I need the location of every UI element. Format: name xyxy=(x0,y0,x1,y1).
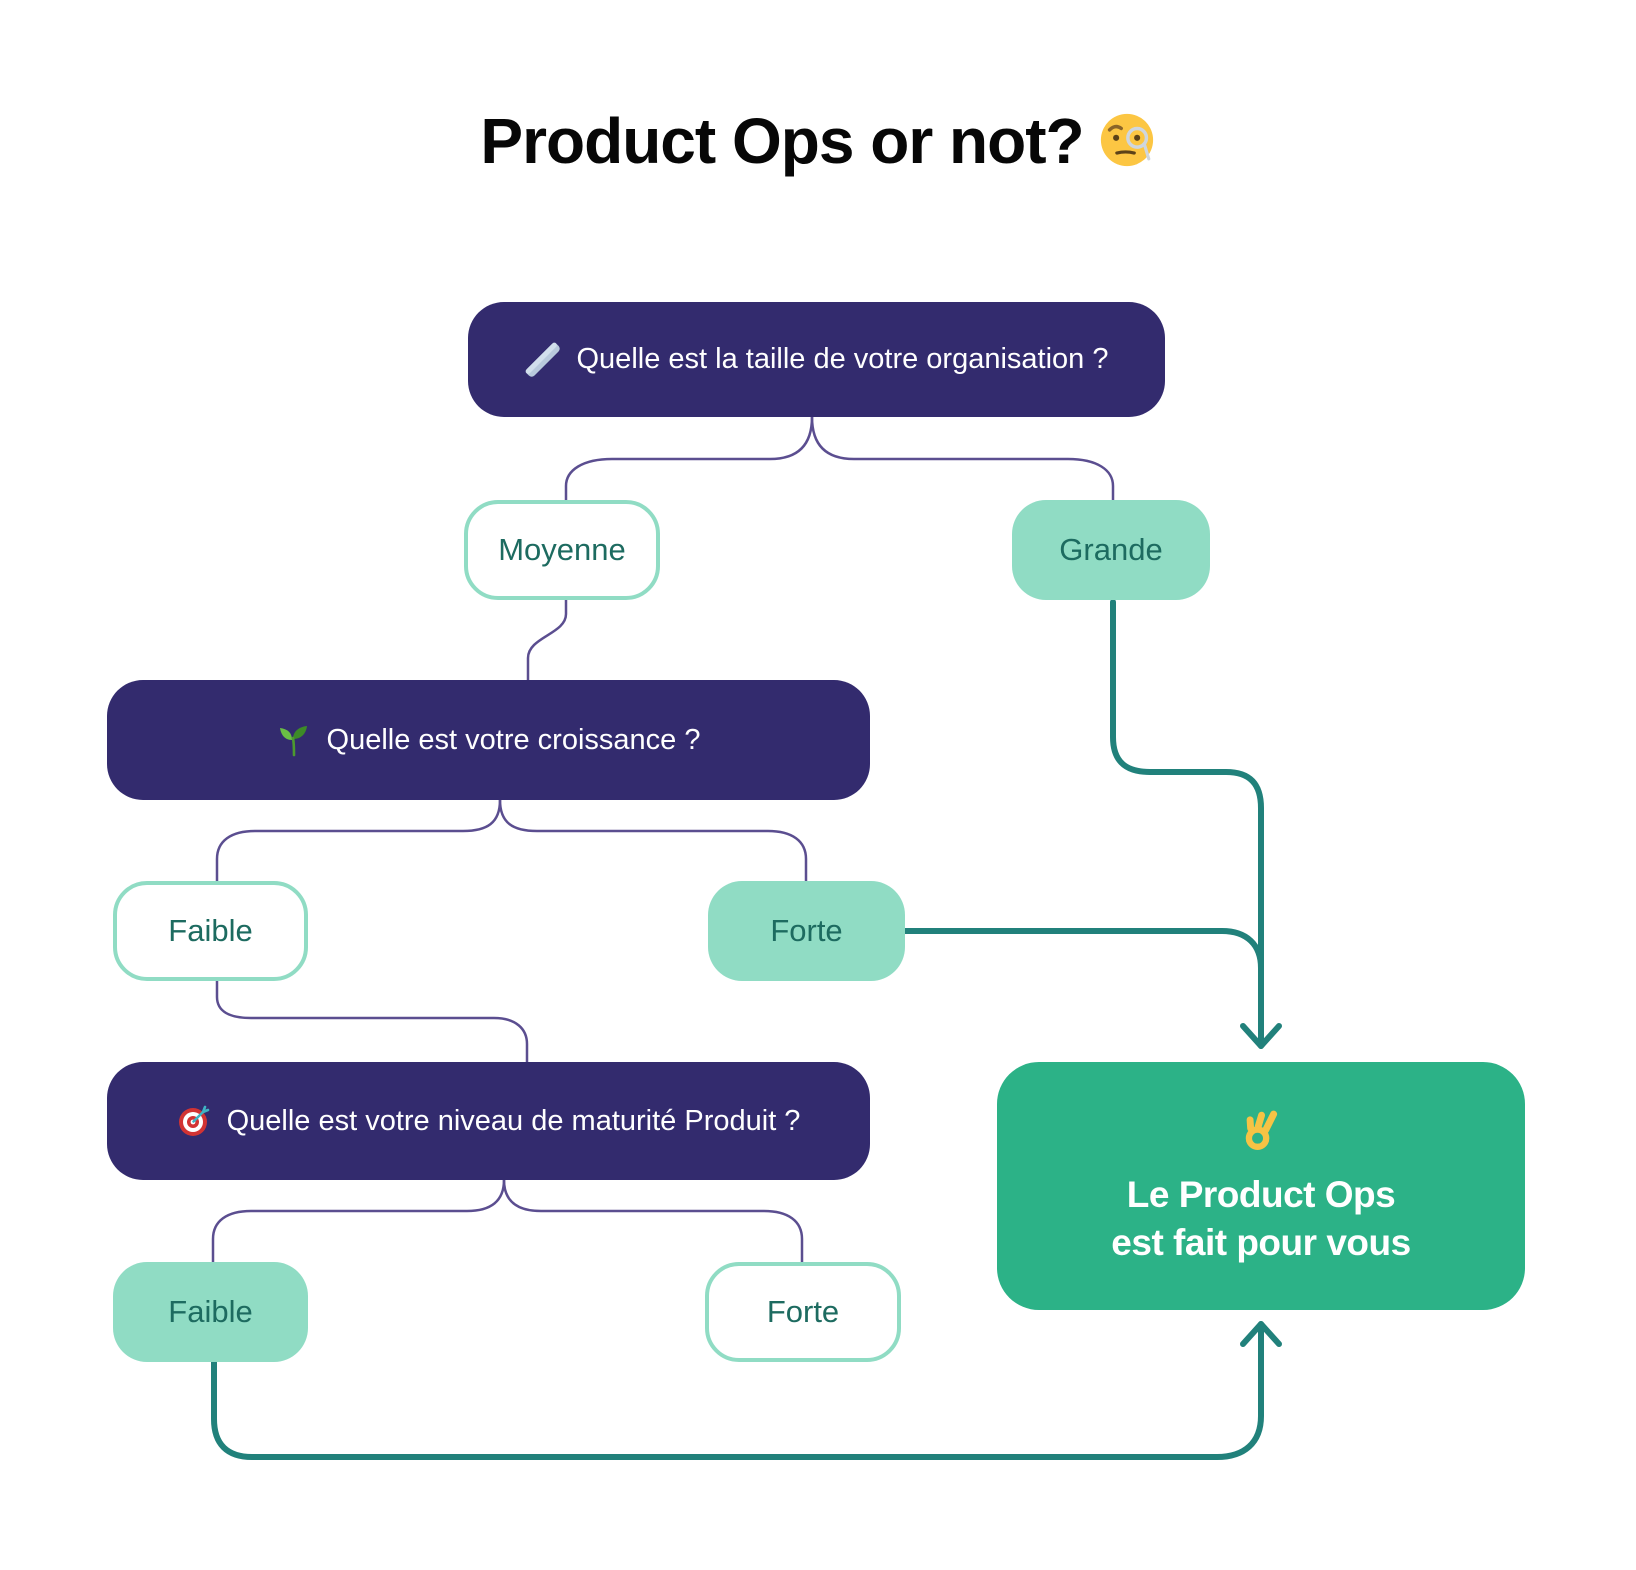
question-text: Quelle est votre niveau de maturité Prod… xyxy=(226,1104,801,1137)
arrowhead-down xyxy=(1240,1023,1282,1049)
page-title-text: Product Ops or not? xyxy=(480,105,1084,177)
question-node-croissance: Quelle est votre croissance ? xyxy=(107,680,870,800)
edge-maturite-faible2 xyxy=(211,1178,506,1264)
answer-pill-forte-croissance: Forte xyxy=(708,881,905,981)
result-line-1: Le Product Ops xyxy=(1126,1174,1396,1216)
answer-label: Faible xyxy=(168,1294,253,1329)
question-text: Quelle est votre croissance ? xyxy=(326,723,701,756)
answer-label: Forte xyxy=(766,1294,840,1329)
target-icon xyxy=(177,1104,211,1138)
answer-label: Grande xyxy=(1059,532,1163,567)
edge-croissance-faible xyxy=(215,798,502,883)
answer-pill-faible-maturite: Faible xyxy=(113,1262,308,1362)
question-text: Quelle est la taille de votre organisati… xyxy=(576,343,1109,375)
result-line-2: est fait pour vous xyxy=(1111,1221,1411,1263)
edge-taille-moyenne xyxy=(564,415,814,502)
ruler-icon xyxy=(525,342,561,378)
question-node-taille: Quelle est la taille de votre organisati… xyxy=(468,302,1165,417)
answer-label: Forte xyxy=(770,913,843,948)
edge-taille-grande xyxy=(810,415,1115,502)
edge-faible-maturite xyxy=(215,979,529,1064)
answer-pill-grande: Grande xyxy=(1012,500,1210,600)
answer-pill-moyenne: Moyenne xyxy=(464,500,660,600)
answer-pill-faible-croissance: Faible xyxy=(113,881,308,981)
answer-label: Moyenne xyxy=(498,532,626,567)
edge-grande-result xyxy=(1110,599,1264,1049)
face-with-monocle-icon xyxy=(1098,110,1156,184)
edge-moyenne-croissance xyxy=(526,598,568,682)
edge-maturite-forte2 xyxy=(502,1178,804,1264)
arrowhead-up xyxy=(1240,1321,1282,1347)
edge-forte-result xyxy=(902,928,1264,971)
question-node-maturite: Quelle est votre niveau de maturité Prod… xyxy=(107,1062,870,1180)
answer-label: Faible xyxy=(168,913,253,948)
edge-croissance-forte xyxy=(498,798,808,883)
ok-hand-icon xyxy=(1238,1106,1284,1157)
seedling-icon xyxy=(277,723,311,757)
answer-pill-forte-maturite: Forte xyxy=(705,1262,901,1362)
result-node: Le Product Ops est fait pour vous xyxy=(997,1062,1525,1310)
page-title: Product Ops or not? xyxy=(0,104,1636,184)
